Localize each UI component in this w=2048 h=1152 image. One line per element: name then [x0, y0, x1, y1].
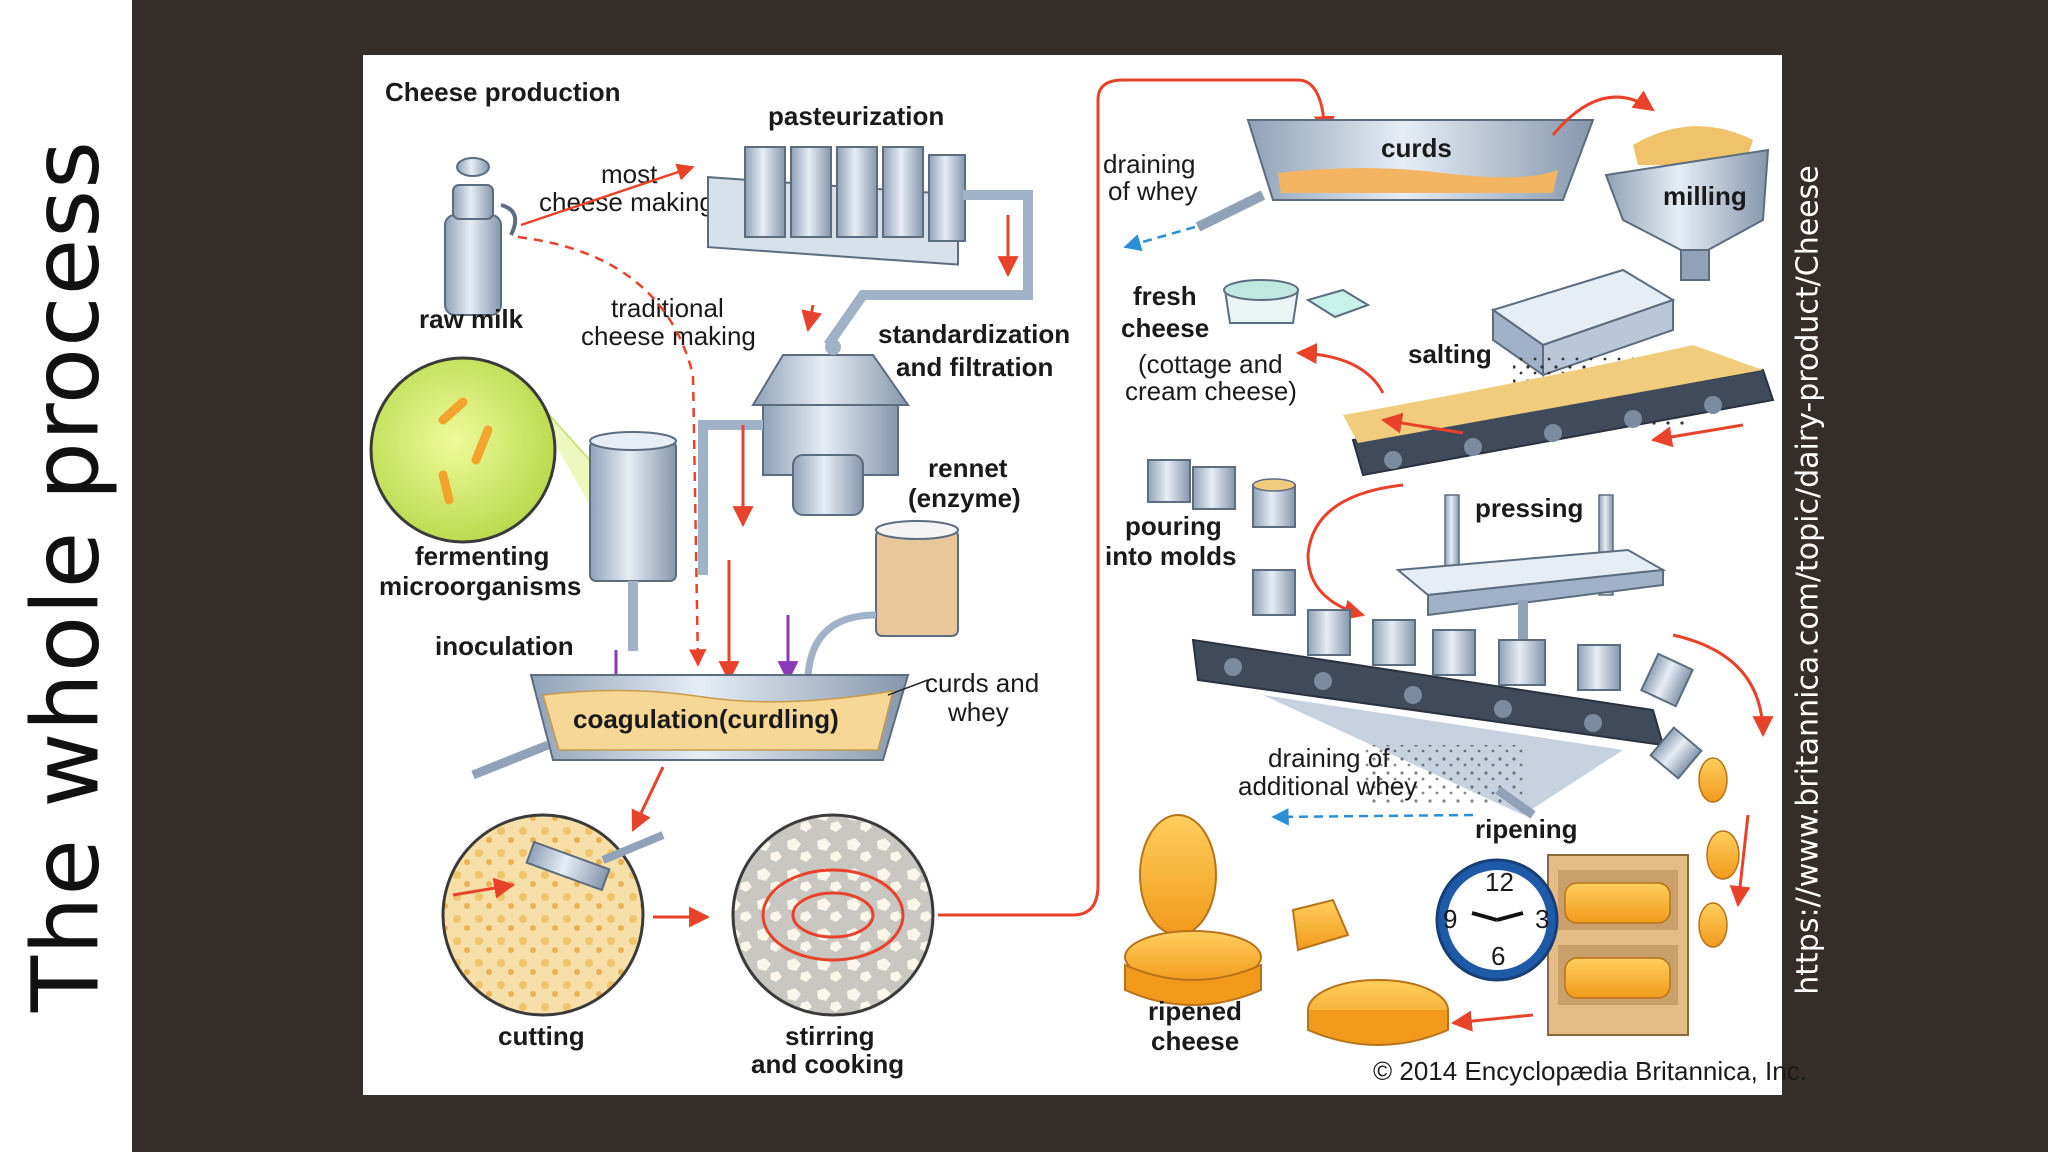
label-draining: draining: [1103, 149, 1196, 179]
source-url: https://www.britannica.com/topic/dairy-p…: [1790, 165, 1826, 995]
label-traditional: traditional: [611, 293, 724, 323]
label-traditional-cheese-making: cheese making: [581, 321, 756, 351]
arrow-to-milling: [1551, 90, 1655, 136]
arrow-conveyor-back: [1650, 423, 1744, 448]
label-cutting: cutting: [498, 1021, 585, 1051]
label-cottage-and: (cottage and: [1138, 349, 1283, 379]
clock-9: 9: [1443, 904, 1457, 934]
label-curds-and: curds and: [925, 668, 1039, 698]
pasteurization-unit-icon: [707, 146, 966, 266]
arrow-most: [520, 163, 695, 227]
arrow-molds-out: [1672, 633, 1774, 738]
label-ripened: ripened: [1148, 996, 1242, 1026]
copyright-notice: © 2014 Encyclopædia Britannica, Inc.: [1373, 1056, 1807, 1086]
ripened-cheese-icon: [1124, 814, 1449, 1046]
cheese-press-icon: [1395, 494, 1667, 660]
clock-6: 6: [1491, 941, 1505, 971]
arrow-to-curds: [938, 78, 1335, 917]
ripening-shelf-icon: [1547, 854, 1689, 1036]
curds-trough-icon: [1195, 119, 1595, 232]
label-rennet: rennet: [928, 453, 1008, 483]
label-pasteurization: pasteurization: [768, 101, 944, 131]
label-cream-cheese: cream cheese): [1125, 376, 1297, 406]
pipe-to-separator: [823, 190, 1033, 348]
fresh-cheese-icon: [1223, 279, 1371, 324]
label-coagulation: coagulation(curdling): [573, 704, 839, 734]
milling-hopper-icon: [1604, 126, 1770, 281]
label-into-molds: into molds: [1105, 541, 1236, 571]
label-microorganisms: microorganisms: [379, 571, 581, 601]
raw-milk-can-icon: [444, 157, 518, 316]
label-draining-of: draining of: [1268, 743, 1390, 773]
label-salting: salting: [1408, 339, 1492, 369]
label-most: most: [601, 159, 658, 189]
cutting-magnifier-icon: [441, 813, 665, 1017]
cheese-production-diagram: Cheese production raw milk most cheese m…: [363, 55, 1807, 1095]
label-fresh: fresh: [1133, 281, 1197, 311]
label-pouring: pouring: [1125, 511, 1222, 541]
arrow-into-separator: [801, 304, 823, 333]
label-fermenting: fermenting: [415, 541, 549, 571]
label-and-filtration: and filtration: [896, 352, 1053, 382]
coagulation-vat-icon: [471, 674, 910, 780]
arrow-to-pressing: [1306, 483, 1404, 621]
diagram-title: Cheese production: [385, 77, 620, 107]
arrow-to-fresh-cheese: [1295, 343, 1385, 394]
clock-icon: [1435, 858, 1559, 982]
label-ripening: ripening: [1475, 814, 1578, 844]
starter-culture-tank-icon: [589, 431, 677, 651]
ripening-cheese-wheels-icon: [1698, 757, 1740, 948]
label-enzyme: (enzyme): [908, 483, 1021, 513]
stirring-magnifier-icon: [731, 813, 935, 1017]
label-pressing: pressing: [1475, 493, 1583, 523]
slide-title: The whole process: [12, 139, 120, 1013]
pressed-molds-icon: [1252, 569, 1703, 780]
molds-icon: [1147, 459, 1296, 528]
label-additional-whey: additional whey: [1238, 771, 1417, 801]
label-fresh-cheese: cheese: [1121, 313, 1209, 343]
label-ripened-cheese: cheese: [1151, 1026, 1239, 1056]
label-of-whey: of whey: [1108, 176, 1198, 206]
label-curds: curds: [1381, 133, 1452, 163]
arrow-salting-left: [1380, 412, 1464, 435]
arrow-draining-whey: [1123, 225, 1196, 252]
arrow-to-cutting: [631, 766, 665, 832]
pipe-separator-out: [698, 420, 763, 575]
arrow-traditional: [517, 235, 707, 667]
title-sidebar: [0, 0, 132, 1152]
label-whey: whey: [947, 697, 1009, 727]
label-inoculation: inoculation: [435, 631, 574, 661]
label-milling: milling: [1663, 181, 1747, 211]
arrow-additional-whey: [1271, 808, 1474, 826]
leader-curds-whey: [887, 679, 929, 696]
pipe-rennet: [804, 611, 877, 676]
clock-3: 3: [1535, 904, 1549, 934]
diagram-canvas: Cheese production raw milk most cheese m…: [369, 77, 1807, 1086]
label-and-cooking: and cooking: [751, 1049, 904, 1079]
rennet-jar-icon: [875, 520, 959, 637]
label-standardization: standardization: [878, 319, 1070, 349]
label-stirring: stirring: [785, 1021, 875, 1051]
microorganisms-magnifier-icon: [369, 356, 605, 544]
salting-conveyor-icon: [1343, 345, 1775, 477]
label-raw-milk: raw milk: [419, 304, 524, 334]
pressing-conveyor-icon: [1191, 638, 1665, 815]
arrow-to-ripening: [1729, 814, 1751, 908]
separator-machine-icon: [751, 339, 910, 516]
clock-12: 12: [1485, 867, 1514, 897]
arrow-to-ripened: [1450, 1010, 1534, 1032]
drain-spout: [1495, 786, 1536, 819]
label-cheese-making: cheese making: [539, 187, 714, 217]
